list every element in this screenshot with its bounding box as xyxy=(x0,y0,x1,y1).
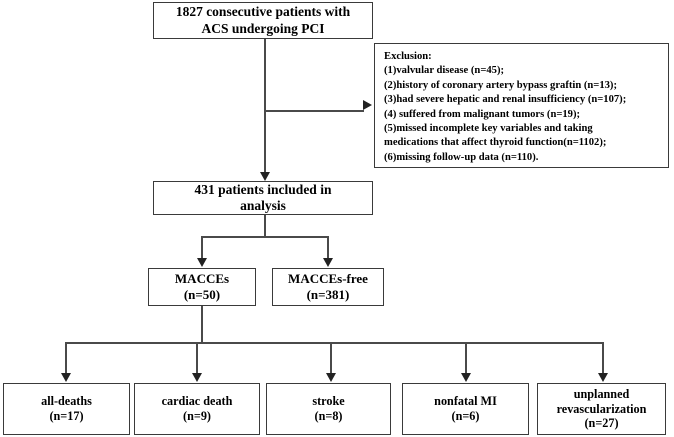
node-total-patients: 1827 consecutive patients with ACS under… xyxy=(153,2,373,39)
arrowhead-to-outcome-1 xyxy=(191,373,202,382)
connector-top-to-included xyxy=(264,39,266,173)
node-outcome-stroke: stroke (n=8) xyxy=(266,383,391,435)
node-macces: MACCEs (n=50) xyxy=(148,268,256,306)
node-outcome-unplanned-revascularization-label: unplanned revascularization (n=27) xyxy=(556,386,647,431)
node-outcome-all-deaths: all-deaths (n=17) xyxy=(3,383,130,435)
node-exclusion-criteria-label: Exclusion: (1)valvular disease (n=45); (… xyxy=(384,51,627,163)
node-total-patients-label: 1827 consecutive patients with ACS under… xyxy=(175,4,351,36)
node-exclusion-criteria: Exclusion: (1)valvular disease (n=45); (… xyxy=(374,43,669,168)
node-macces-free: MACCEs-free (n=381) xyxy=(272,268,384,306)
arrowhead-to-outcome-2 xyxy=(325,373,336,382)
arrowhead-to-macces-free xyxy=(322,258,333,267)
arrowhead-to-outcome-0 xyxy=(60,373,71,382)
drop-to-outcome-0 xyxy=(65,342,67,374)
drop-to-outcome-2 xyxy=(330,342,332,374)
bus-macce-split xyxy=(201,236,329,238)
drop-to-outcome-4 xyxy=(602,342,604,374)
arrowhead-to-outcome-4 xyxy=(597,373,608,382)
node-outcome-unplanned-revascularization: unplanned revascularization (n=27) xyxy=(537,383,666,435)
drop-to-macces-free xyxy=(327,236,329,259)
node-outcome-stroke-label: stroke (n=8) xyxy=(312,394,345,423)
node-outcome-all-deaths-label: all-deaths (n=17) xyxy=(41,394,92,423)
node-macces-free-label: MACCEs-free (n=381) xyxy=(288,271,368,302)
node-outcome-nonfatal-mi: nonfatal MI (n=6) xyxy=(402,383,529,435)
arrowhead-to-outcome-3 xyxy=(460,373,471,382)
connector-included-to-bus xyxy=(264,215,266,237)
drop-to-outcome-3 xyxy=(465,342,467,374)
drop-to-outcome-1 xyxy=(196,342,198,374)
node-outcome-cardiac-death-label: cardiac death (n=9) xyxy=(161,394,233,423)
node-included-patients: 431 patients included in analysis xyxy=(153,181,373,215)
node-outcome-cardiac-death: cardiac death (n=9) xyxy=(134,383,260,435)
drop-to-macces xyxy=(201,236,203,259)
arrowhead-to-macces xyxy=(196,258,207,267)
bus-outcomes xyxy=(65,342,603,344)
node-macces-label: MACCEs (n=50) xyxy=(174,271,230,302)
connector-to-exclusion xyxy=(264,110,364,112)
node-outcome-nonfatal-mi-label: nonfatal MI (n=6) xyxy=(434,394,497,423)
arrowhead-to-included xyxy=(259,172,270,181)
node-included-patients-label: 431 patients included in analysis xyxy=(194,181,332,213)
arrowhead-to-exclusion xyxy=(363,100,372,110)
connector-macces-to-bus xyxy=(201,306,203,343)
